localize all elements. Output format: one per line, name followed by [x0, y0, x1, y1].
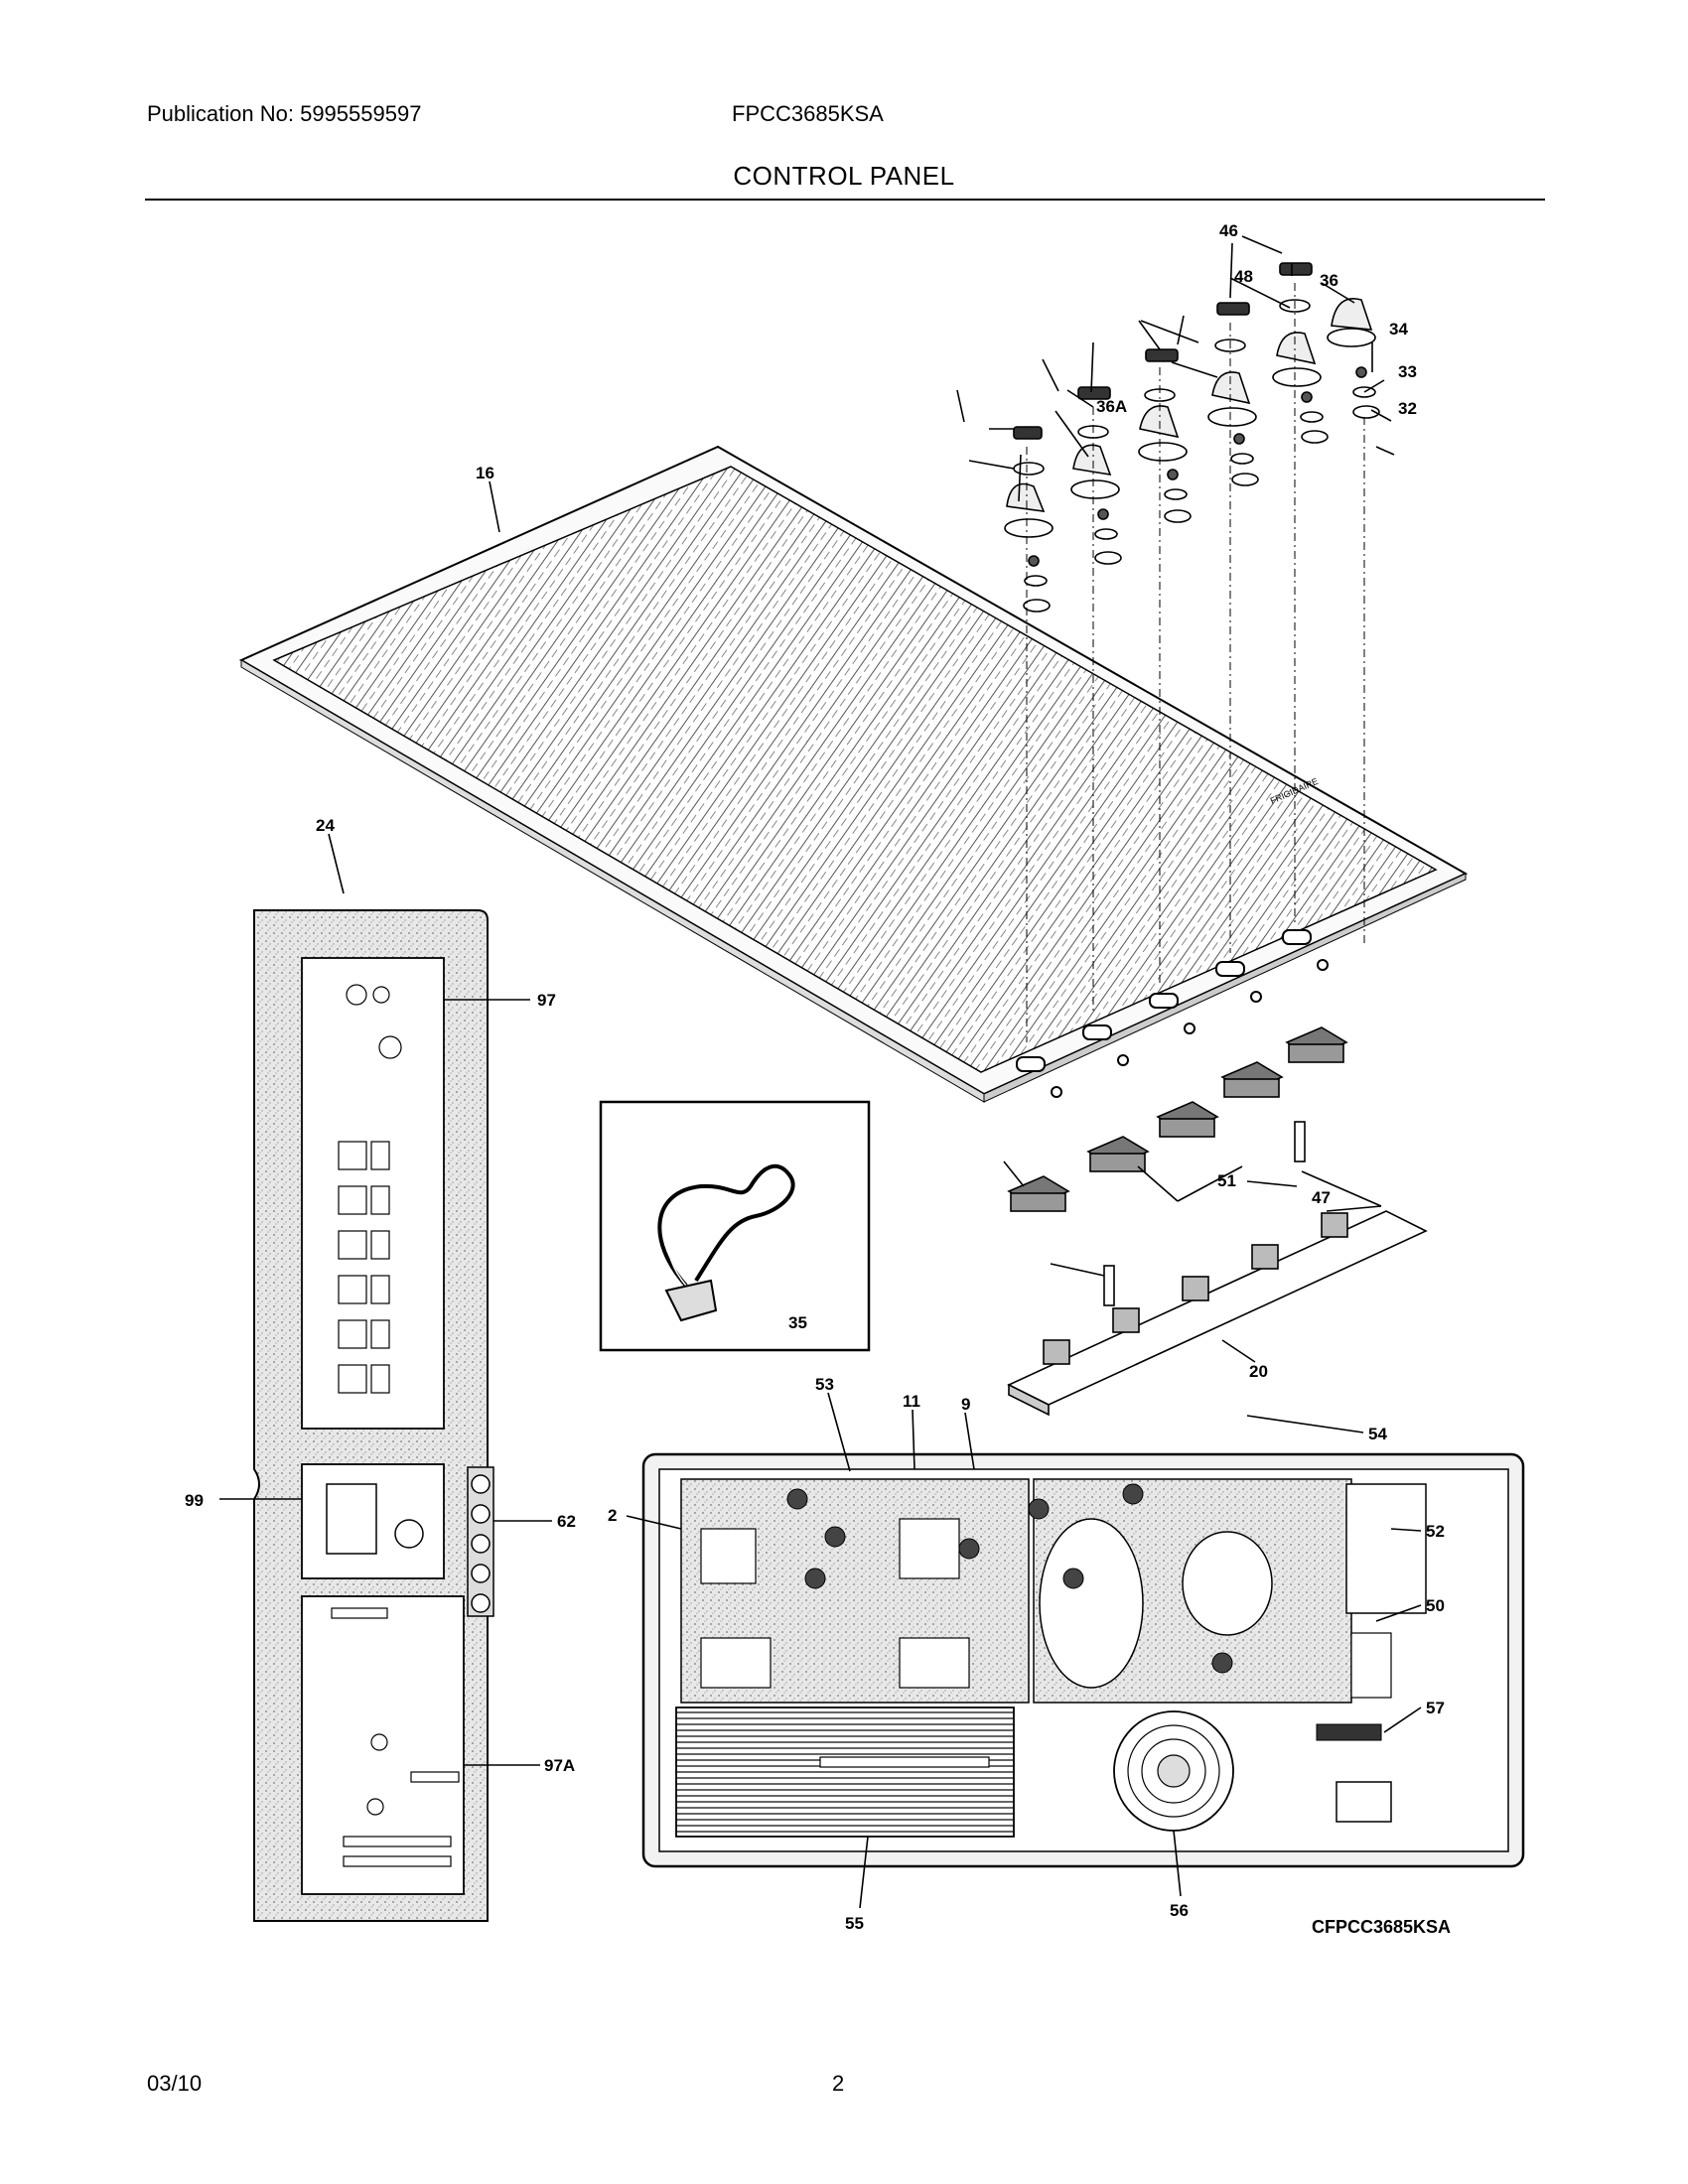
- callout-55: 55: [845, 1914, 864, 1933]
- exploded-parts-diagram: FRIGIDAIRE: [185, 221, 1525, 1937]
- callout-24: 24: [316, 816, 335, 835]
- callout-52: 52: [1426, 1522, 1445, 1541]
- callout-34: 34: [1389, 320, 1408, 339]
- section-title: CONTROL PANEL: [733, 161, 955, 191]
- callout-33: 33: [1398, 362, 1417, 381]
- callout-56: 56: [1170, 1901, 1189, 1920]
- publication-date: 03/10: [147, 2071, 203, 2096]
- knob-5: [1272, 262, 1329, 923]
- infinite-switches: [1007, 1026, 1348, 1306]
- callout-97a: 97A: [544, 1756, 575, 1775]
- publication-number: Publication No: 5995559597: [147, 101, 422, 126]
- callout-35: 35: [788, 1313, 807, 1332]
- model-number: FPCC3685KSA: [732, 101, 884, 126]
- callout-99: 99: [185, 1491, 204, 1510]
- knob-3: [1138, 348, 1192, 983]
- callout-54: 54: [1368, 1425, 1387, 1443]
- drawing-code: CFPCC3685KSA: [1312, 1917, 1451, 1937]
- callout-11: 11: [903, 1392, 920, 1411]
- heatsink: [675, 1706, 1015, 1838]
- cooling-fan: [1113, 1710, 1234, 1832]
- knob-4: [1207, 302, 1259, 953]
- header-rule: [145, 199, 1545, 201]
- leader-lines: [219, 235, 1422, 1909]
- glass-cooktop-part: FRIGIDAIRE: [238, 445, 1469, 1103]
- callout-20: 20: [1249, 1362, 1268, 1381]
- switch-circuit-board: [1007, 1210, 1428, 1417]
- knob-assemblies: [1004, 262, 1380, 1042]
- callout-53: 53: [815, 1375, 834, 1394]
- callout-32: 32: [1398, 399, 1417, 418]
- control-panel-housing: [253, 909, 494, 1922]
- callout-46: 46: [1219, 221, 1238, 240]
- callout-62: 62: [557, 1512, 576, 1531]
- callout-50: 50: [1426, 1596, 1445, 1615]
- callout-9: 9: [961, 1395, 970, 1414]
- knob-1: [1004, 426, 1054, 1042]
- electronics-tray: [641, 1452, 1525, 1868]
- callout-47: 47: [1312, 1188, 1331, 1207]
- knob-2: [1070, 386, 1122, 1013]
- callout-97: 97: [537, 991, 556, 1010]
- page-number: 2: [832, 2071, 845, 2096]
- callout-48: 48: [1234, 267, 1253, 286]
- callout-labels: 46 48 36 34 33 32 36A 16 24 97 99 62 97A…: [185, 221, 1451, 1937]
- callout-16: 16: [476, 464, 494, 482]
- callout-36a: 36A: [1096, 397, 1127, 416]
- callout-51: 51: [1217, 1171, 1236, 1190]
- callout-57: 57: [1426, 1699, 1445, 1717]
- callout-2: 2: [608, 1506, 617, 1525]
- terminal-block: [467, 1466, 494, 1617]
- callout-36: 36: [1320, 271, 1338, 290]
- wire-clip-detail-inset: [599, 1100, 871, 1352]
- knob-6: [1327, 298, 1380, 943]
